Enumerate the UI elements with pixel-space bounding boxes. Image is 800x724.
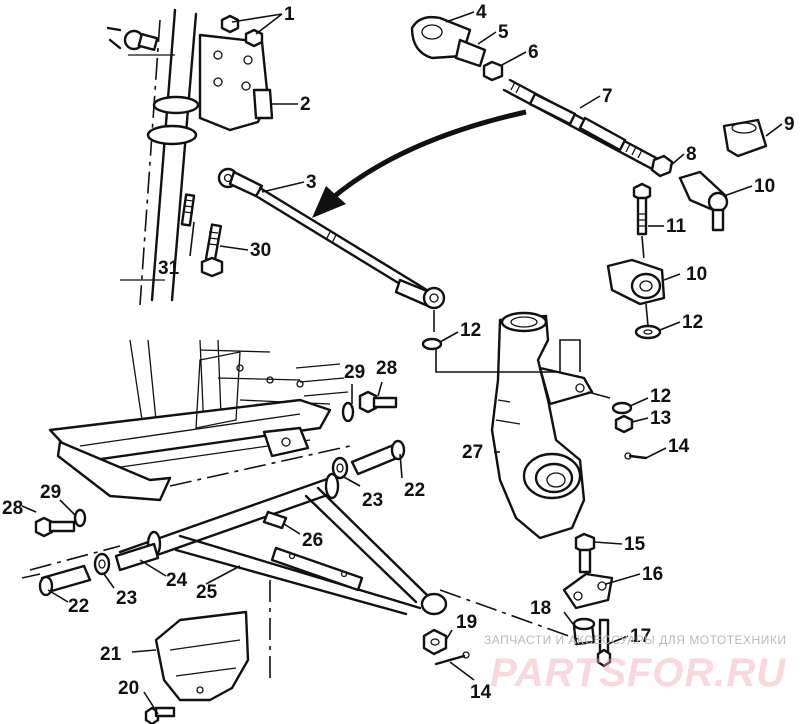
assembly-line-pivot-left [21, 545, 121, 579]
tie-rod-7 [502, 78, 662, 172]
bushing-24 [114, 542, 160, 572]
cotter-pin-14-upper [624, 452, 648, 460]
callout-17: 17 [630, 626, 651, 647]
rod-end-10-lower [606, 258, 666, 306]
callout-2: 2 [300, 94, 311, 115]
assembly-line-spindle-arm [587, 391, 611, 399]
callout-25: 25 [196, 582, 218, 603]
skid-plate-21 [154, 610, 250, 702]
assembly-line-rod-end [641, 235, 649, 327]
callout-21: 21 [100, 644, 122, 665]
bolt-28-left [34, 516, 76, 538]
callout-8: 8 [686, 144, 697, 165]
assembly-line-spindle-top [435, 339, 581, 373]
assembly-line-ball-joint [439, 589, 581, 641]
callout-3: 3 [306, 172, 317, 193]
callout-11: 11 [666, 216, 687, 237]
callout-1: 1 [284, 4, 295, 25]
cotter-pin-14-lower [434, 651, 470, 666]
jam-nut-8 [650, 154, 674, 178]
ball-joint-plate-16 [562, 572, 614, 610]
callout-15: 15 [624, 534, 646, 555]
bolt-11 [632, 182, 652, 236]
callout-27: 27 [462, 442, 483, 463]
callout-30: 30 [250, 240, 271, 261]
callout-10-lower: 10 [686, 264, 707, 285]
callout-23-left: 23 [116, 588, 137, 609]
callout-12-rod-end: 12 [682, 312, 703, 333]
bolt-28-right [358, 390, 398, 414]
callout-29-left: 29 [40, 482, 61, 503]
watermark: ЗАПЧАСТИ И АКСЕССУАРЫ ДЛЯ МОТОТЕХНИКИ PA… [484, 633, 786, 695]
callout-18: 18 [530, 598, 551, 619]
callout-13: 13 [650, 408, 671, 429]
bolt-20 [144, 706, 176, 724]
callout-26: 26 [302, 530, 323, 551]
rod-end-10-upper [678, 170, 729, 232]
nut-13 [614, 414, 634, 434]
callout-10-upper: 10 [754, 176, 775, 197]
tie-rod-3 [217, 167, 446, 310]
callout-4: 4 [476, 2, 487, 23]
callout-20: 20 [118, 678, 139, 699]
watermark-brand: PARTSFOR.RU [490, 651, 786, 695]
bolt-15 [574, 532, 596, 574]
callout-28-right: 28 [376, 358, 397, 379]
bolt-17 [596, 618, 612, 668]
spacer-23-right [331, 456, 349, 480]
callout-14-upper: 14 [668, 436, 690, 457]
a-arm-25 [118, 472, 448, 616]
callout-19: 19 [456, 612, 477, 633]
bushing-22-right [350, 439, 406, 476]
callout-24: 24 [166, 570, 188, 591]
boot-9 [722, 118, 768, 158]
frame [48, 339, 349, 502]
callout-12-tie-rod: 12 [460, 320, 481, 341]
spacer-23-left [93, 552, 111, 576]
callout-23-right: 23 [362, 490, 383, 511]
watermark-tagline: ЗАПЧАСТИ И АКСЕССУАРЫ ДЛЯ МОТОТЕХНИКИ [484, 633, 786, 647]
callout-6: 6 [528, 42, 539, 63]
direction-arrow [312, 109, 527, 218]
steering-post [106, 8, 200, 306]
washer-12-right [611, 401, 633, 415]
washer-29-right [341, 401, 355, 423]
callout-16: 16 [642, 564, 663, 585]
washer-12-left [421, 337, 443, 351]
bushing-22-left [38, 564, 92, 597]
steering-arm-2 [198, 33, 274, 132]
assembly-line-pivot-right [169, 445, 351, 487]
callout-9: 9 [784, 114, 795, 135]
callout-22-right: 22 [404, 480, 425, 501]
callout-7: 7 [602, 86, 613, 107]
boot-5 [454, 38, 487, 68]
jam-nut-6 [482, 60, 504, 82]
washer-29-left [73, 508, 87, 528]
bolt-30 [200, 223, 224, 278]
locknut-1 [220, 14, 264, 48]
callout-14-lower: 14 [470, 682, 492, 703]
washer-12-upper [634, 324, 662, 340]
callout-31: 31 [158, 258, 180, 279]
nut-19 [422, 628, 448, 656]
callout-12-spindle: 12 [650, 386, 671, 407]
callouts: 1 2 3 4 5 6 7 8 9 10 10 11 12 12 12 13 1… [2, 2, 795, 703]
callout-22-left: 22 [68, 596, 89, 617]
leader-lines [21, 11, 783, 715]
bolt-31 [180, 193, 196, 227]
callout-28-left: 28 [2, 498, 23, 519]
callout-29-right: 29 [344, 362, 365, 383]
spindle-27 [490, 311, 594, 540]
callout-5: 5 [498, 22, 509, 43]
